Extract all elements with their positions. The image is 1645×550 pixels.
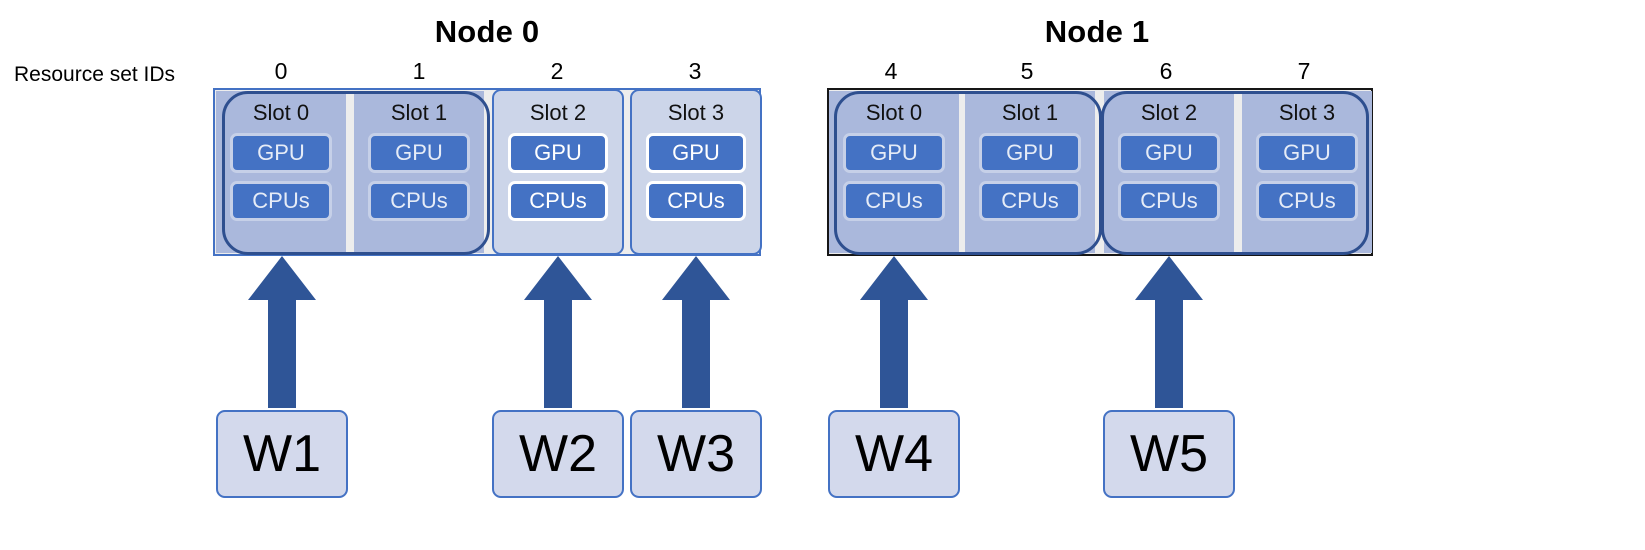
slot-node0-2[interactable]: Slot 2 GPU CPUs xyxy=(492,89,624,255)
gpu-chip[interactable]: GPU xyxy=(230,133,332,173)
resource-set-id-0: 0 xyxy=(274,58,288,84)
resource-set-id-1: 1 xyxy=(412,58,426,84)
arrow-w5-to-slot xyxy=(1135,256,1203,408)
slot-label: Slot 2 xyxy=(529,100,587,125)
worker-box-w4[interactable]: W4 xyxy=(828,410,960,498)
slot-node1-1[interactable]: Slot 1 GPU CPUs xyxy=(965,91,1095,253)
node-title-0: Node 0 xyxy=(434,14,540,49)
resource-set-id-5: 5 xyxy=(1020,58,1034,84)
cpus-chip[interactable]: CPUs xyxy=(646,181,746,221)
gpu-chip[interactable]: GPU xyxy=(979,133,1081,173)
resource-set-id-3: 3 xyxy=(688,58,702,84)
gpu-chip[interactable]: GPU xyxy=(1118,133,1220,173)
node-title-1: Node 1 xyxy=(1044,14,1150,49)
resource-set-ids-label: Resource set IDs xyxy=(14,63,176,86)
cpus-chip[interactable]: CPUs xyxy=(843,181,945,221)
slot-node0-1[interactable]: Slot 1 GPU CPUs xyxy=(354,91,484,253)
worker-box-w5[interactable]: W5 xyxy=(1103,410,1235,498)
slot-label: Slot 1 xyxy=(390,100,448,125)
slot-node1-0[interactable]: Slot 0 GPU CPUs xyxy=(829,91,959,253)
cpus-chip[interactable]: CPUs xyxy=(230,181,332,221)
slot-node0-3[interactable]: Slot 3 GPU CPUs xyxy=(630,89,762,255)
slot-node0-0[interactable]: Slot 0 GPU CPUs xyxy=(216,91,346,253)
cpus-chip[interactable]: CPUs xyxy=(979,181,1081,221)
gpu-chip[interactable]: GPU xyxy=(646,133,746,173)
slot-label: Slot 0 xyxy=(865,100,923,125)
cpus-chip[interactable]: CPUs xyxy=(508,181,608,221)
gpu-chip[interactable]: GPU xyxy=(1256,133,1358,173)
slot-label: Slot 0 xyxy=(252,100,310,125)
arrow-w3-to-slot xyxy=(662,256,730,408)
resource-set-id-4: 4 xyxy=(884,58,898,84)
cpus-chip[interactable]: CPUs xyxy=(368,181,470,221)
resource-set-id-2: 2 xyxy=(550,58,564,84)
cpus-chip[interactable]: CPUs xyxy=(1256,181,1358,221)
slot-label: Slot 3 xyxy=(1278,100,1336,125)
slot-label: Slot 3 xyxy=(667,100,725,125)
cpus-chip[interactable]: CPUs xyxy=(1118,181,1220,221)
slot-label: Slot 2 xyxy=(1140,100,1198,125)
worker-box-w1[interactable]: W1 xyxy=(216,410,348,498)
resource-set-id-7: 7 xyxy=(1297,58,1311,84)
slot-node1-3[interactable]: Slot 3 GPU CPUs xyxy=(1242,91,1372,253)
arrow-w2-to-slot xyxy=(524,256,592,408)
slot-label: Slot 1 xyxy=(1001,100,1059,125)
worker-box-w3[interactable]: W3 xyxy=(630,410,762,498)
arrow-w1-to-slot xyxy=(248,256,316,408)
worker-box-w2[interactable]: W2 xyxy=(492,410,624,498)
gpu-chip[interactable]: GPU xyxy=(368,133,470,173)
gpu-chip[interactable]: GPU xyxy=(508,133,608,173)
resource-set-id-6: 6 xyxy=(1159,58,1173,84)
slot-node1-2[interactable]: Slot 2 GPU CPUs xyxy=(1104,91,1234,253)
arrow-w4-to-slot xyxy=(860,256,928,408)
gpu-chip[interactable]: GPU xyxy=(843,133,945,173)
